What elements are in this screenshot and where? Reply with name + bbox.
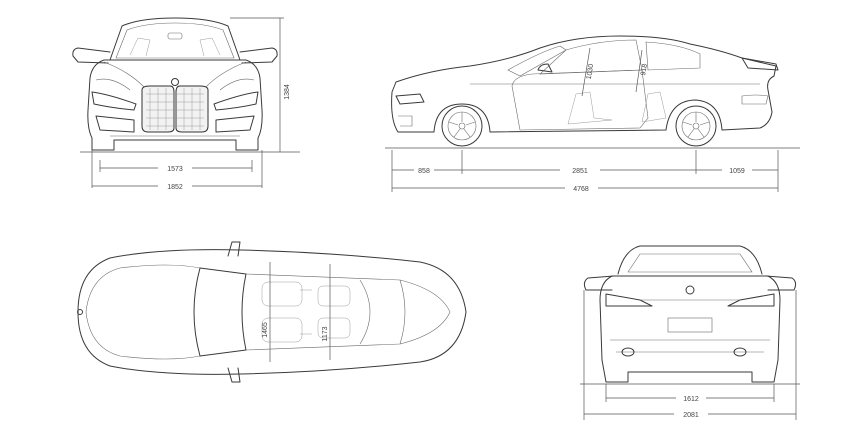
rear-track-label: 1612 (683, 396, 699, 403)
front-overhang-label: 858 (418, 168, 430, 175)
windshield-side (507, 45, 567, 77)
rear-left-mirror (583, 275, 615, 291)
rear-diffuser (610, 339, 770, 353)
bmw-roundel-icon (77, 309, 83, 315)
front-seats-visible (129, 37, 221, 57)
cabin-outline (245, 273, 406, 351)
rear-view: 1612 2081 (580, 245, 800, 420)
top-left-mirror (227, 241, 241, 257)
front-track-label: 1573 (167, 166, 183, 173)
rear-seat-side (641, 91, 667, 123)
hood-creases (103, 61, 247, 89)
front-wheel (441, 105, 483, 147)
front-headroom-label: 1030 (586, 63, 596, 80)
rear-spoiler (741, 57, 779, 71)
left-mirror (72, 47, 111, 64)
rear-left-taillight (605, 293, 653, 307)
side-view: 1030 918 858 2851 1059 4768 (385, 35, 800, 193)
rear-window (627, 253, 753, 273)
top-body (77, 249, 467, 375)
top-view: 1465 1173 (77, 241, 467, 383)
left-exhaust (621, 347, 635, 357)
front-windshield-glass (115, 22, 235, 59)
right-air-intake (215, 115, 255, 133)
rear-headroom-label: 918 (640, 63, 649, 76)
rear-wheel (675, 105, 717, 147)
wheelbase-label: 2851 (572, 168, 588, 175)
front-headroom-line (581, 47, 591, 97)
rear-overhang-label: 1059 (729, 168, 745, 175)
rear-roof (617, 245, 763, 275)
side-headlight (395, 93, 425, 105)
door-outline (511, 69, 649, 131)
bmw-roundel-icon (685, 285, 695, 295)
rear-right-taillight (727, 293, 775, 307)
rear-right-mirror (765, 275, 797, 291)
front-seat-side (567, 91, 613, 125)
front-side-window (539, 39, 643, 75)
right-exhaust (733, 347, 747, 357)
side-body (391, 35, 777, 133)
rear-view-mirror (167, 32, 183, 40)
bmw-roundel-icon (171, 78, 179, 86)
license-plate-area (667, 317, 713, 333)
front-interior-width-label: 1465 (262, 322, 269, 338)
side-mirror (537, 63, 553, 73)
tail-light-side (741, 94, 769, 105)
front-windshield-frame (109, 17, 241, 61)
trunk-outline-top (399, 279, 451, 345)
rear-side-window (645, 41, 701, 71)
front-intake-side (398, 115, 413, 127)
top-right-mirror (227, 367, 241, 383)
hood-outline-top (85, 264, 201, 360)
height-label: 1384 (284, 84, 291, 100)
left-air-intake (95, 115, 135, 133)
rear-body (599, 275, 781, 383)
hood-edges (95, 78, 255, 91)
grille-mesh (146, 88, 204, 130)
overall-width-label: 1852 (167, 184, 183, 191)
front-body (87, 59, 263, 151)
rear-headroom-line (635, 49, 643, 93)
windshield-top (193, 267, 247, 357)
right-mirror (239, 47, 278, 64)
overall-length-label: 4768 (573, 186, 589, 193)
front-view: 1384 1573 1852 (72, 17, 300, 191)
left-headlight (91, 91, 137, 111)
width-with-mirrors-label: 2081 (683, 412, 699, 419)
seats-top (261, 281, 351, 343)
roof-fold-line (359, 279, 371, 345)
right-headlight (213, 91, 259, 111)
rear-interior-width-label: 1173 (322, 326, 329, 341)
